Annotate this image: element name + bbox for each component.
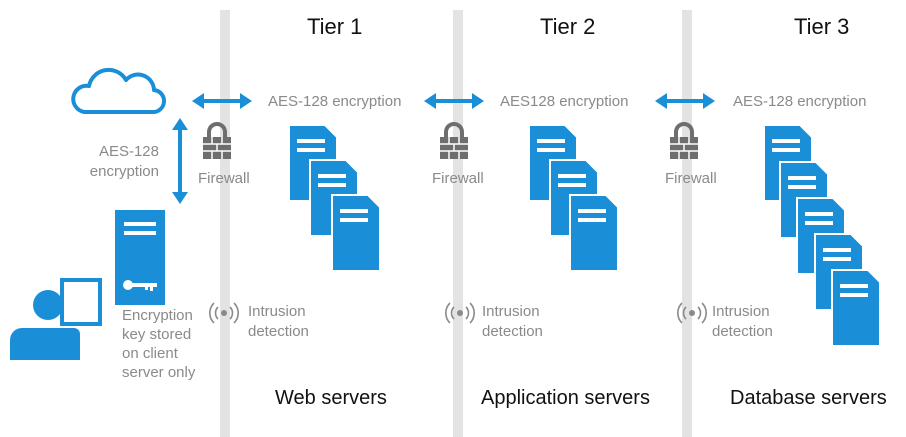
client-encryption-line-2: encryption bbox=[89, 163, 159, 180]
firewall-label-1: Firewall bbox=[198, 170, 250, 187]
bidirectional-arrow-icon bbox=[190, 91, 254, 111]
intrusion-detection-icon bbox=[208, 302, 240, 324]
encryption-label-tier-3: AES-128 encryption bbox=[733, 93, 867, 110]
encryption-label-tier-1: AES-128 encryption bbox=[268, 93, 402, 110]
tier-heading-1: Tier 1 bbox=[307, 14, 363, 39]
intrusion-detection-icon bbox=[676, 302, 708, 324]
tier-divider-3 bbox=[682, 10, 692, 437]
group-label-application-servers: Application servers bbox=[481, 387, 650, 409]
encryption-key-note: Encryption key stored on client server o… bbox=[122, 306, 195, 382]
encryption-label-tier-2: AES128 encryption bbox=[500, 93, 629, 110]
user-icon bbox=[10, 282, 80, 362]
group-label-database-servers: Database servers bbox=[730, 387, 887, 409]
key-note-line-1: Encryption bbox=[122, 307, 193, 324]
intrusion-line-2: detection bbox=[712, 323, 773, 340]
server-stack-icon bbox=[763, 124, 881, 347]
key-note-line-4: server only bbox=[122, 364, 196, 381]
bidirectional-arrow-icon bbox=[172, 118, 188, 204]
intrusion-label-2: Intrusion detection bbox=[482, 302, 543, 342]
intrusion-line-1: Intrusion bbox=[482, 303, 540, 320]
firewall-lock-icon bbox=[668, 122, 700, 161]
intrusion-line-2: detection bbox=[482, 323, 543, 340]
key-note-line-2: key stored bbox=[122, 326, 192, 343]
monitor-icon bbox=[60, 278, 102, 326]
intrusion-line-1: Intrusion bbox=[248, 303, 306, 320]
intrusion-line-1: Intrusion bbox=[712, 303, 770, 320]
bidirectional-arrow-icon bbox=[653, 91, 717, 111]
intrusion-detection-icon bbox=[444, 302, 476, 324]
key-note-line-3: on client bbox=[122, 345, 178, 362]
key-icon bbox=[123, 280, 157, 291]
tier-heading-3: Tier 3 bbox=[794, 14, 850, 39]
firewall-lock-icon bbox=[438, 122, 470, 161]
firewall-label-3: Firewall bbox=[665, 170, 717, 187]
intrusion-label-3: Intrusion detection bbox=[712, 302, 773, 342]
tier-divider-1 bbox=[220, 10, 230, 437]
intrusion-label-1: Intrusion detection bbox=[248, 302, 309, 342]
cloud-icon bbox=[71, 67, 167, 115]
tier-heading-2: Tier 2 bbox=[540, 14, 596, 39]
bidirectional-arrow-icon bbox=[422, 91, 486, 111]
intrusion-line-2: detection bbox=[248, 323, 309, 340]
firewall-lock-icon bbox=[201, 122, 233, 161]
tier-divider-2 bbox=[453, 10, 463, 437]
client-server-icon bbox=[115, 210, 165, 305]
client-encryption-label: AES-128 encryption bbox=[85, 142, 159, 182]
client-encryption-line-1: AES-128 bbox=[98, 143, 159, 160]
firewall-label-2: Firewall bbox=[432, 170, 484, 187]
server-stack-icon bbox=[528, 124, 619, 272]
server-stack-icon bbox=[288, 124, 381, 272]
group-label-web-servers: Web servers bbox=[275, 387, 387, 409]
